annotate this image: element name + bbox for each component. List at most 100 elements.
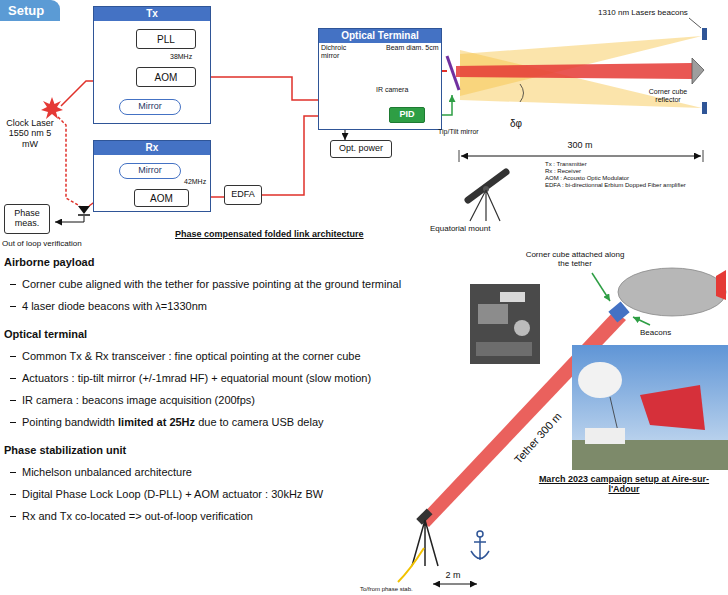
bullet-line: Common Tx & Rx transceiver : fine optica… [4,348,432,364]
anchor [471,537,489,560]
photo-caption: March 2023 campaign setup at Aire-sur-l'… [524,474,724,495]
beacon-source [702,28,707,40]
equatorial-mount [468,172,506,200]
figure-caption: Phase compensated folded link architectu… [175,229,364,239]
process-box: AOM [134,189,189,207]
fiber-link [196,77,318,100]
beacon-source [689,18,701,28]
component-label: Equatorial mount [430,224,490,233]
campaign-photo [572,345,728,470]
equatorial-mount [470,190,500,221]
section-heading: Optical terminal [4,328,87,340]
dimension-line [461,156,701,157]
pointer-arrow [633,317,650,325]
section-tab: Setup [0,0,60,21]
callout-label: Beacons [640,328,671,337]
module-panel: RxMirrorAOM [93,140,211,212]
dimension-line [433,584,477,585]
cable [398,548,424,582]
mirror-box: Mirror [119,163,181,179]
bullet-text: Actuators : tip-tilt mirror (+/-1mrad HF… [22,372,371,384]
lab-photo [478,304,508,324]
box-label: Opt. power [339,144,383,154]
module-panel: Optical TerminalPID [318,28,442,130]
component-label: 1310 nm Lasers beacons [598,8,688,17]
bullet-text: Pointing bandwidth [22,416,115,428]
section-heading: Phase stabilization unit [4,444,126,456]
source-label: Clock Laser 1550 nm 5 mW [2,118,58,149]
photodiode [78,214,90,216]
beacon-source [702,102,707,114]
optical-fiber [58,117,80,206]
bullet-line: Corner cube aligned with the tether for … [4,276,432,292]
component-label: Dichroic mirror [321,44,353,60]
bullet-text: Rx and Tx co-located => out-of-loop veri… [22,510,253,522]
laser-beam [456,63,692,79]
bullet-text: Digital Phase Lock Loop (D-PLL) + AOM ac… [22,488,323,500]
component-label: Tip/Tilt mirror [438,128,479,136]
dimension-line [459,150,460,162]
bullet-text: 4 laser diode beacons with λ=1330nm [22,300,207,312]
tripod [412,509,438,566]
section-heading-line: Optical terminal [4,326,432,342]
lab-photo [500,292,525,302]
box-label: AOM [150,193,173,204]
tip-tilt-mirror [447,56,459,90]
bullet-line: Digital Phase Lock Loop (D-PLL) + AOM ac… [4,486,432,502]
abbreviation: EDFA : bi-directionnal Erbium Dopped Fib… [545,182,686,189]
beacon-source [689,18,707,114]
lab-photo [470,284,540,364]
campaign-photo [572,440,728,470]
box-label: AOM [155,72,178,83]
angle-mark [520,84,524,102]
section-heading-line: Airborne payload [4,254,432,270]
campaign-photo [585,428,625,444]
campaign-photo [578,362,622,398]
box-label: Mirror [138,166,162,176]
component-label: IR camera [376,86,408,94]
abbreviation: AOM : Acousto Optic Modulator [545,175,629,182]
panel-heading: Optical Terminal [319,29,441,43]
process-box: PLL [136,29,196,49]
bullet-text: IR camera : beacons image acquisition (2… [22,394,255,406]
bullet-line: Pointing bandwidthlimited at 25Hzdue to … [4,414,432,430]
campaign-photo [640,385,705,430]
box-label: EDFA [231,190,255,200]
balloon [618,268,726,316]
anchor [477,531,483,537]
clock-laser [41,97,63,119]
lab-photo [514,320,530,336]
bullet-text: limited at 25Hz [118,416,195,428]
abbreviation: Tx : Transmitter [545,161,587,168]
abbreviation: Rx : Receiver [545,168,581,175]
corner-cube [692,58,704,84]
section-heading-line: Phase stabilization unit [4,442,432,458]
cable [398,548,424,582]
bullet-text: due to camera USB delay [198,416,323,428]
corner-cube [692,58,704,84]
beacon-beam [460,50,702,108]
bullet-line: 4 laser diode beacons with λ=1330nm [4,298,432,314]
equatorial-mount [468,172,506,221]
bullet-line: IR camera : beacons image acquisition (2… [4,392,432,408]
photodiode [55,216,84,222]
note-label: Out of loop verification [2,239,82,248]
dimension-label: Beam diam. 5cm [386,44,439,52]
process-box: Phase meas. [4,204,50,234]
panel-heading: Rx [94,141,210,155]
lab-photo [470,284,540,364]
balloon [608,301,629,322]
bullet-text: Michelson unbalanced architecture [22,466,192,478]
tip-tilt-mirror [447,56,459,90]
balloon [716,270,726,300]
angle-mark [520,84,524,102]
callout-label: Corner cube attached along the tether [522,250,628,268]
box-label: PLL [157,34,175,45]
angle-label: δφ [510,118,522,130]
balloon [608,268,726,323]
notes-column: Airborne payloadCorner cube aligned with… [4,254,432,524]
bullet-line: Michelson unbalanced architecture [4,464,432,480]
box-label: Mirror [138,102,162,112]
process-box: Opt. power [330,140,392,158]
